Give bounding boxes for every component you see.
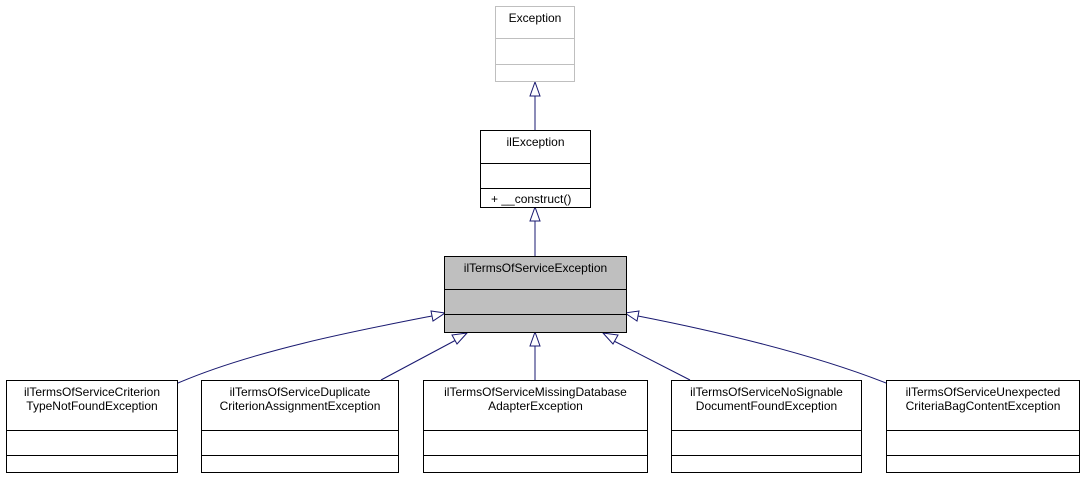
method-construct: + __construct() [491, 192, 572, 206]
class-iltermsofserviceexception[interactable]: ilTermsOfServiceException [444, 256, 627, 333]
edge-unexpected-to-tos [637, 315, 887, 384]
class-name: ilTermsOfServiceNoSignable DocumentFound… [672, 381, 861, 430]
attributes-section [496, 38, 574, 64]
class-name-line: ilTermsOfServiceMissingDatabase [444, 385, 627, 399]
methods-section [202, 455, 398, 472]
class-criterion-type-not-found-exception[interactable]: ilTermsOfServiceCriterion TypeNotFoundEx… [6, 380, 178, 473]
class-name: ilTermsOfServiceUnexpected CriteriaBagCo… [887, 381, 1079, 430]
class-name: ilTermsOfServiceMissingDatabase AdapterE… [424, 381, 647, 430]
attributes-section [202, 430, 398, 455]
attributes-section [424, 430, 647, 455]
class-name-line: ilTermsOfServiceDuplicate [229, 385, 371, 399]
attributes-section [481, 163, 590, 188]
inheritance-arrowhead [430, 310, 447, 322]
class-name-line: ilTermsOfServiceUnexpected [905, 385, 1061, 399]
class-name-line: ilTermsOfServiceNoSignable [690, 385, 843, 399]
class-name-line: TypeNotFoundException [26, 399, 158, 413]
methods-section [424, 455, 647, 472]
class-missing-database-adapter-exception[interactable]: ilTermsOfServiceMissingDatabase AdapterE… [423, 380, 648, 473]
class-name: Exception [508, 11, 562, 25]
class-no-signable-document-found-exception[interactable]: ilTermsOfServiceNoSignable DocumentFound… [671, 380, 862, 473]
inheritance-arrowhead [529, 80, 541, 97]
class-name-line: DocumentFoundException [695, 399, 838, 413]
attributes-section [7, 430, 177, 455]
inheritance-arrowhead [451, 332, 469, 345]
inheritance-arrowhead [601, 332, 619, 345]
attributes-section [445, 289, 626, 314]
class-name: ilTermsOfServiceException [463, 261, 608, 275]
methods-section [7, 455, 177, 472]
methods-section [496, 64, 574, 81]
class-ilexception[interactable]: ilException + __construct() [480, 130, 591, 208]
class-name: ilException [506, 135, 565, 149]
methods-section [672, 455, 861, 472]
inheritance-arrowhead [623, 310, 640, 322]
inheritance-arrowhead [529, 330, 541, 347]
class-unexpected-criteria-bag-content-exception[interactable]: ilTermsOfServiceUnexpected CriteriaBagCo… [886, 380, 1080, 473]
class-name: ilTermsOfServiceDuplicate CriterionAssig… [202, 381, 398, 430]
class-duplicate-criterion-assignment-exception[interactable]: ilTermsOfServiceDuplicate CriterionAssig… [201, 380, 399, 473]
attributes-section [672, 430, 861, 455]
class-name-line: ilTermsOfServiceCriterion [23, 385, 161, 399]
methods-section: + __construct() [481, 188, 590, 207]
edge-criterion-type-to-tos [177, 315, 433, 384]
methods-section [445, 314, 626, 332]
edge-nosignable-to-tos [611, 339, 691, 381]
inheritance-arrowhead [529, 205, 541, 222]
class-exception[interactable]: Exception [495, 6, 575, 82]
attributes-section [887, 430, 1079, 455]
methods-section [887, 455, 1079, 472]
class-name: ilTermsOfServiceCriterion TypeNotFoundEx… [7, 381, 177, 430]
class-name-line: CriterionAssignmentException [219, 399, 381, 413]
edge-duplicate-to-tos [380, 339, 457, 381]
class-name-line: AdapterException [488, 399, 583, 413]
class-name-line: CriteriaBagContentException [905, 399, 1061, 413]
